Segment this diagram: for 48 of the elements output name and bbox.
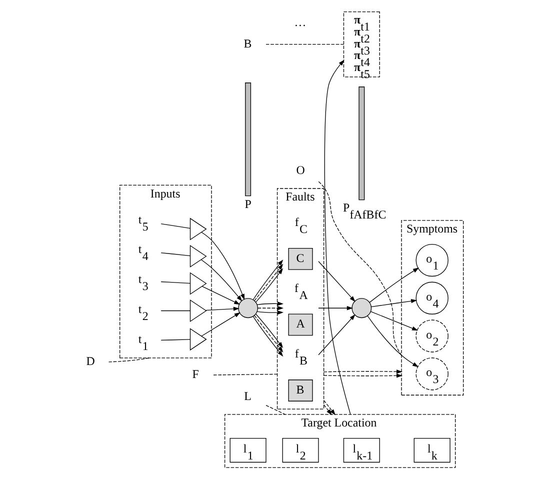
node-circle bbox=[351, 298, 372, 318]
arrow bbox=[201, 286, 240, 305]
node-triangle bbox=[189, 300, 206, 322]
arrow bbox=[200, 312, 240, 336]
node-text: D bbox=[86, 354, 94, 368]
arrow bbox=[200, 259, 242, 302]
arrow bbox=[318, 314, 355, 356]
arrow bbox=[256, 310, 284, 315]
node-triangle bbox=[189, 272, 206, 295]
arrow bbox=[368, 268, 419, 303]
connector bbox=[212, 374, 278, 376]
connector bbox=[160, 223, 190, 229]
arrow bbox=[322, 370, 402, 374]
connector bbox=[108, 358, 150, 362]
connector bbox=[160, 339, 190, 341]
arrow bbox=[370, 311, 418, 331]
node-text: F bbox=[192, 367, 198, 382]
connector bbox=[160, 252, 190, 256]
node-circle bbox=[238, 298, 258, 318]
arrow bbox=[318, 306, 352, 310]
arrow bbox=[370, 299, 417, 308]
arrow bbox=[322, 404, 332, 416]
arrow bbox=[254, 315, 283, 352]
arrow bbox=[324, 60, 350, 415]
connector bbox=[318, 181, 402, 356]
node-triangle bbox=[189, 328, 206, 351]
arrow bbox=[204, 306, 239, 311]
node-triangle bbox=[189, 245, 206, 268]
arrow bbox=[252, 316, 283, 357]
arrow bbox=[318, 261, 355, 302]
arrow bbox=[256, 302, 284, 306]
node-text: L bbox=[244, 389, 251, 404]
connector bbox=[160, 310, 190, 312]
label: … bbox=[294, 15, 306, 30]
node-text: O bbox=[296, 163, 304, 178]
arrow bbox=[257, 306, 284, 310]
arrow bbox=[322, 374, 402, 378]
arrow bbox=[255, 314, 283, 348]
arrow bbox=[322, 400, 335, 416]
node-triangle bbox=[189, 218, 206, 240]
connector bbox=[265, 404, 286, 415]
node-label: P bbox=[244, 197, 251, 212]
arrow bbox=[255, 268, 283, 303]
node-text: B bbox=[243, 36, 252, 50]
connector bbox=[160, 281, 190, 284]
arrow bbox=[366, 315, 418, 368]
arrow bbox=[200, 232, 244, 300]
connector bbox=[265, 44, 344, 45]
